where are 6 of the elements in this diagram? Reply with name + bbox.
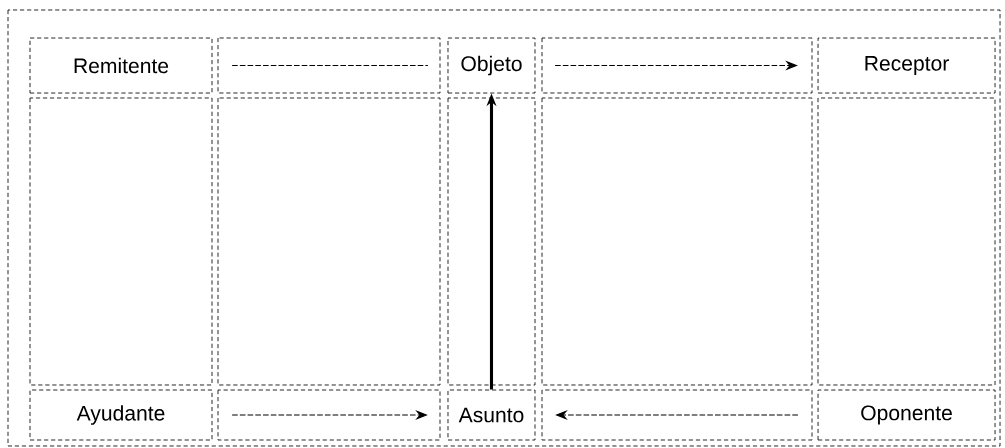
text-cell: Oponente bbox=[817, 389, 996, 441]
text-cell: Objeto bbox=[447, 37, 536, 94]
text-cell: Receptor bbox=[817, 37, 996, 94]
text-cell: Ayudante bbox=[29, 389, 213, 441]
text-cell: Asunto bbox=[447, 389, 536, 441]
text-cell: Remitente bbox=[29, 37, 213, 94]
